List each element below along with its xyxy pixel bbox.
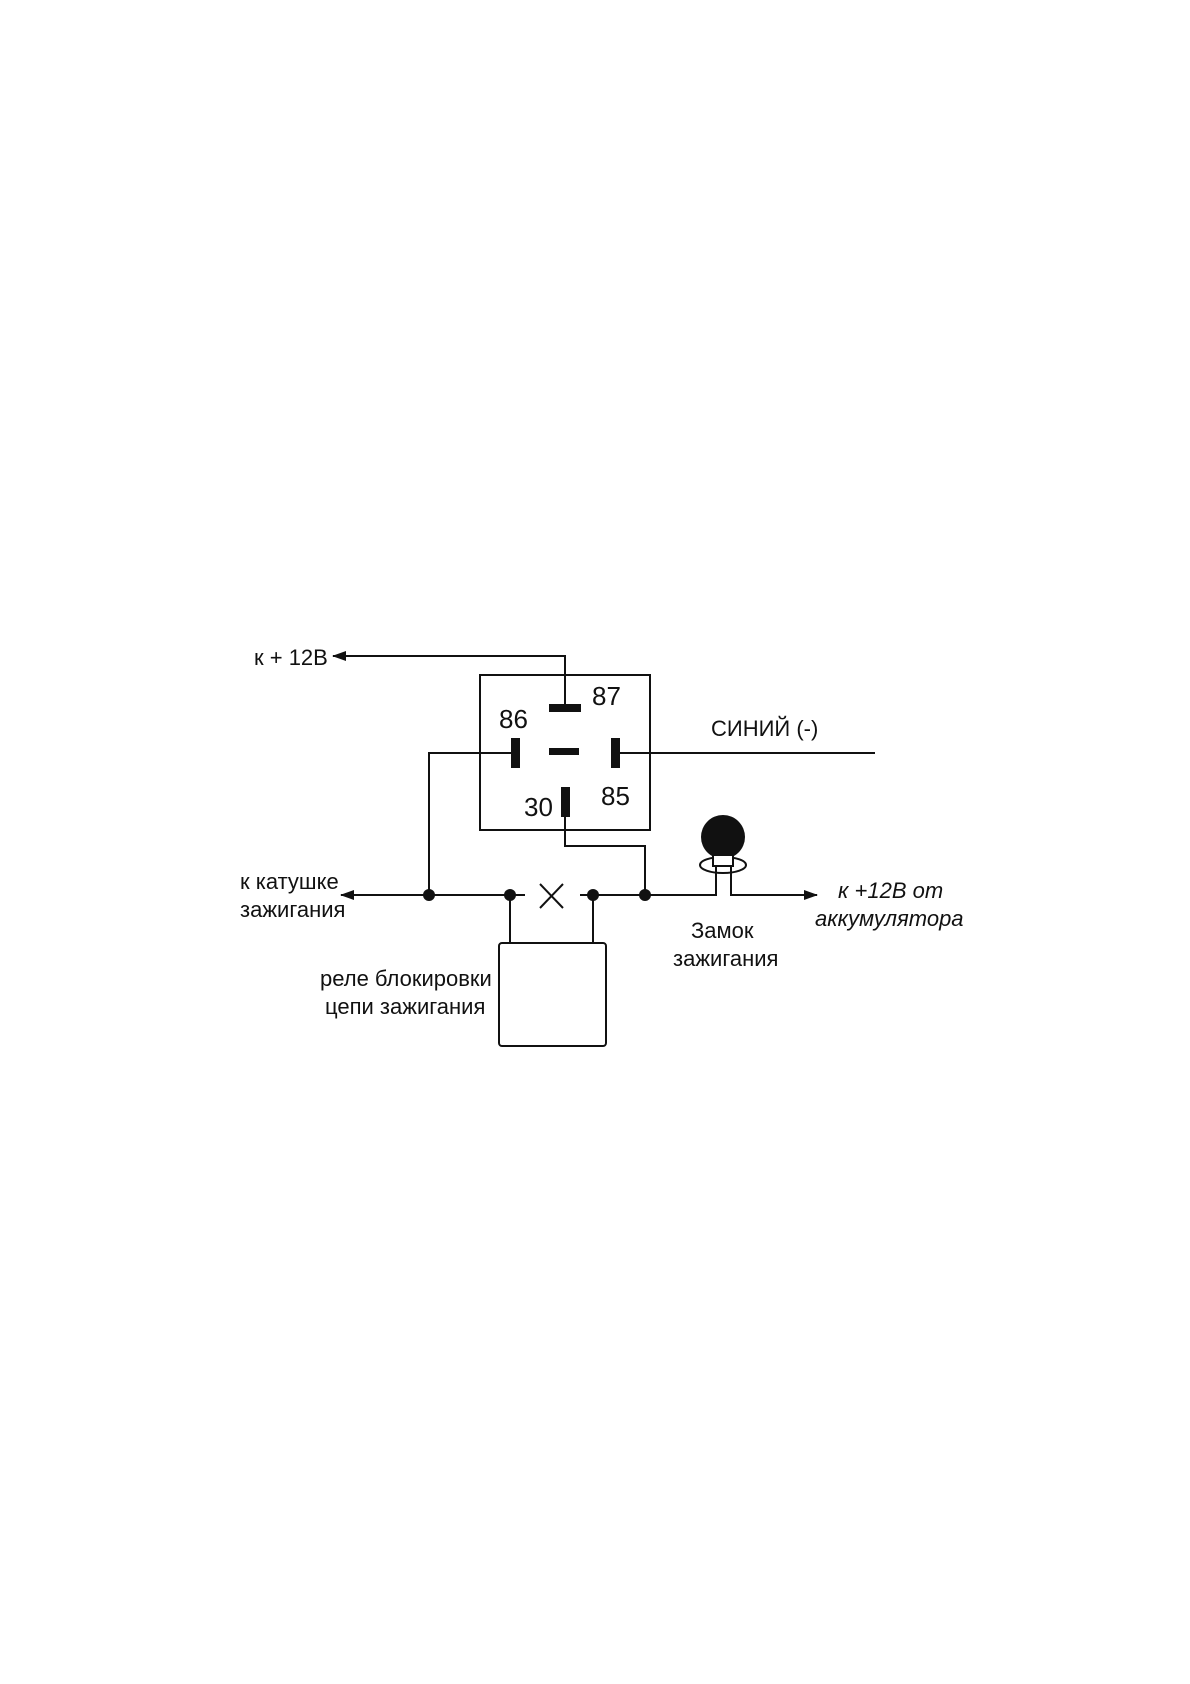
pin-86-label: 86 — [499, 704, 528, 734]
to-coil-label-2: зажигания — [240, 897, 345, 922]
to-battery-label-2: аккумулятора — [815, 906, 964, 931]
pin-87-contact — [549, 704, 581, 712]
block-relay-label-2: цепи зажигания — [325, 994, 485, 1019]
wire-pin86 — [428, 752, 511, 895]
blue-wire-label: СИНИЙ (-) — [711, 716, 818, 741]
block-relay-label-1: реле блокировки — [320, 966, 492, 991]
key-lock-icon — [699, 815, 747, 874]
pin-30-contact — [561, 787, 570, 817]
wire-to-plus12v — [332, 651, 566, 704]
pin-87-label: 87 — [592, 681, 621, 711]
junction-dot — [423, 889, 435, 901]
ignition-lock-label-1: Замок — [691, 918, 754, 943]
pin-86-contact — [511, 738, 520, 768]
pin-85-label: 85 — [601, 781, 630, 811]
cut-x-icon — [539, 883, 564, 909]
pin-85-contact — [611, 738, 620, 768]
wire-to-lock — [593, 872, 717, 896]
wire-pin30 — [564, 817, 646, 895]
junction-dot — [639, 889, 651, 901]
ignition-lock-label-2: зажигания — [673, 946, 778, 971]
wire-to-battery — [730, 872, 818, 900]
center-contact — [549, 748, 579, 755]
block-relay-box — [498, 942, 607, 1047]
to-coil-label-1: к катушке — [240, 869, 339, 894]
to-battery-label-1: к +12В от — [838, 878, 943, 903]
pin-30-label: 30 — [524, 792, 553, 822]
to-plus12v-label: к + 12В — [254, 645, 328, 670]
